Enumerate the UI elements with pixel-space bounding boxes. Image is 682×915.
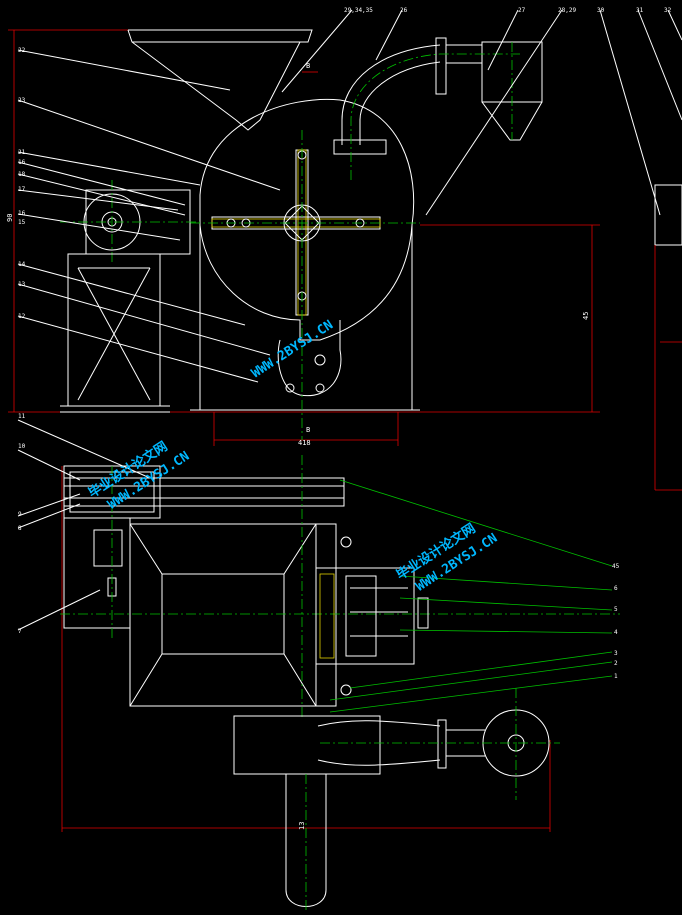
front-view: [8, 9, 682, 491]
dimension-height-left: 90: [6, 214, 14, 222]
watermark-1: 毕业设计论文网 WWW.2BYSJ.CN: [85, 438, 192, 512]
part-label-28-29: 28,29: [558, 7, 576, 14]
part-label-26: 26: [400, 7, 408, 14]
part-label-16b: 16: [18, 210, 26, 217]
part-label-27: 27: [518, 7, 526, 14]
part-label-23: 23: [18, 97, 26, 104]
dimension-bottom: 13: [298, 822, 306, 830]
part-label-1: 1: [614, 673, 618, 680]
part-label-31: 31: [636, 7, 644, 14]
part-label-14: 14: [18, 261, 26, 268]
part-label-11: 11: [18, 413, 26, 420]
part-labels: 22 23 21 16 18 17 16 15 14 13 12 11 10 9…: [18, 7, 672, 680]
part-label-16a: 16: [18, 159, 26, 166]
watermark-3-line2: WWW.2BYSJ.CN: [249, 318, 336, 382]
part-label-6: 6: [614, 585, 618, 592]
part-label-17: 17: [18, 186, 26, 193]
part-label-32: 32: [664, 7, 672, 14]
part-label-45: 45: [612, 563, 620, 570]
part-label-4: 4: [614, 629, 618, 636]
part-label-8: 8: [18, 525, 22, 532]
watermark-3: WWW.2BYSJ.CN: [249, 318, 336, 382]
dimension-height-right: 45: [582, 312, 590, 320]
section-mark-bottom: B: [306, 426, 310, 434]
part-label-2: 2: [614, 660, 618, 667]
part-label-3: 3: [614, 650, 618, 657]
part-label-30: 30: [597, 7, 605, 14]
part-label-29-34-35: 29,34,35: [344, 7, 373, 14]
annotations: B B 418 90 45 13: [6, 62, 590, 830]
dimension-418: 418: [298, 439, 311, 447]
top-view: [17, 419, 620, 910]
part-label-12: 12: [18, 313, 26, 320]
part-label-18: 18: [18, 171, 26, 178]
part-label-22: 22: [18, 47, 26, 54]
part-label-10: 10: [18, 443, 26, 450]
part-label-15: 15: [18, 219, 26, 226]
part-label-21: 21: [18, 149, 26, 156]
part-label-13: 13: [18, 281, 26, 288]
part-label-9: 9: [18, 511, 22, 518]
watermark-2: 毕业设计论文网 WWW.2BYSJ.CN: [393, 520, 500, 594]
part-label-5: 5: [614, 606, 618, 613]
section-mark-top: B: [306, 62, 310, 70]
part-label-7: 7: [18, 628, 22, 635]
